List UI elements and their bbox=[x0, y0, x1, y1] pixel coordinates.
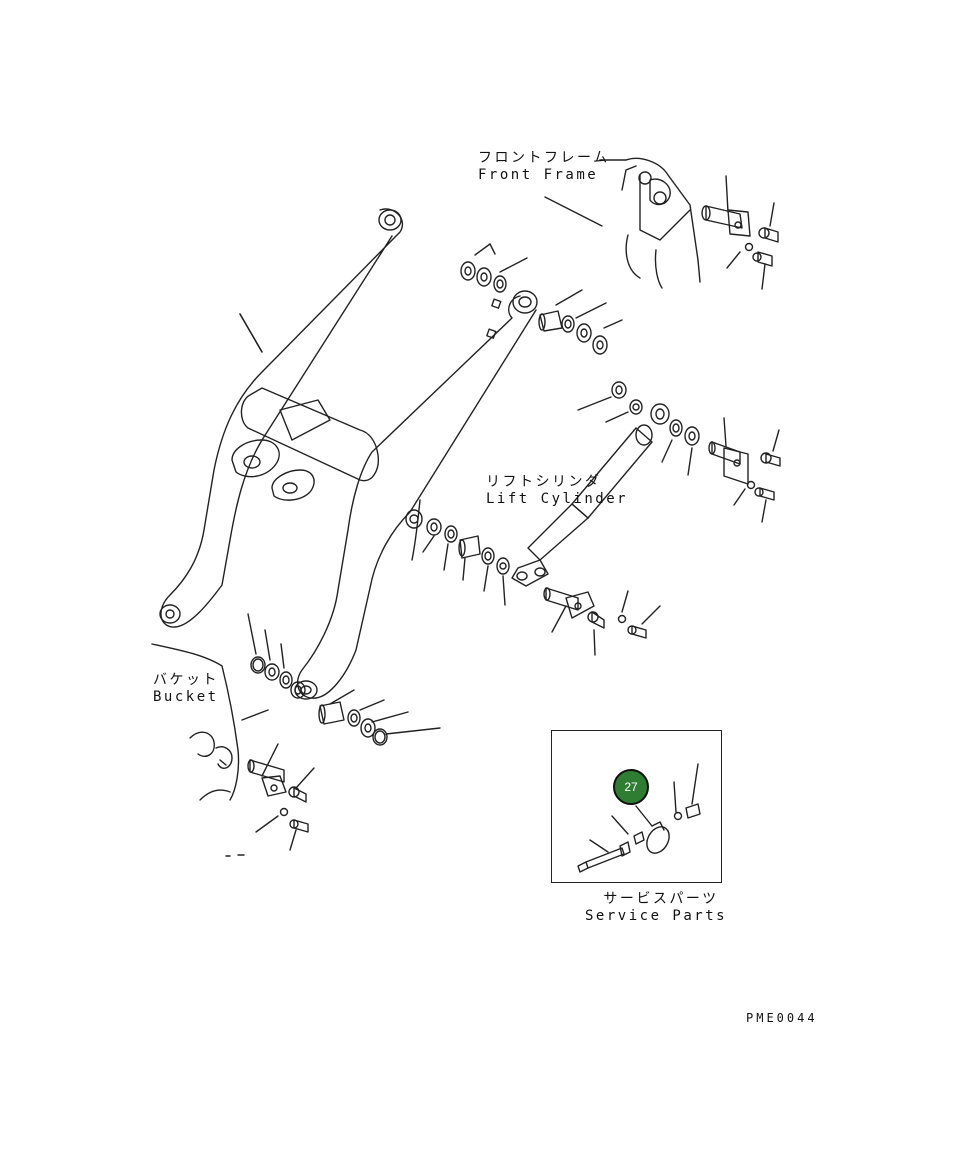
upper-pin-assembly bbox=[701, 175, 779, 290]
front-frame-label-en: Front Frame bbox=[478, 167, 599, 183]
service-parts-label: サービスパーツ Service Parts bbox=[585, 891, 727, 925]
upper-washer-stack bbox=[460, 243, 623, 355]
bucket-pin-assembly bbox=[247, 743, 315, 851]
bucket-outline bbox=[151, 643, 269, 857]
service-parts-drawing bbox=[577, 763, 701, 873]
left-lift-arm bbox=[159, 208, 404, 628]
bucket-label-en: Bucket bbox=[153, 689, 219, 705]
lift-cylinder bbox=[511, 381, 700, 587]
service-parts-label-en: Service Parts bbox=[585, 908, 728, 924]
bucket-label: バケット Bucket bbox=[153, 672, 219, 706]
front-frame-label-jp: フロントフレーム bbox=[478, 150, 610, 166]
lift-cylinder-label-jp: リフトシリンダ bbox=[486, 474, 602, 490]
bucket-label-jp: バケット bbox=[153, 672, 219, 688]
cylinder-head-pin bbox=[708, 417, 781, 523]
lift-cylinder-label-en: Lift Cylinder bbox=[486, 491, 629, 507]
cross-tube bbox=[231, 387, 379, 501]
bucket-pin-stack-left bbox=[247, 613, 306, 699]
drawing-code: PME0044 bbox=[746, 1011, 818, 1025]
lift-cylinder-label: リフトシリンダ Lift Cylinder bbox=[486, 474, 628, 508]
cylinder-bottom-pin bbox=[543, 587, 661, 656]
front-frame-label: フロントフレーム Front Frame bbox=[478, 150, 610, 184]
service-parts-inset-box bbox=[551, 730, 722, 883]
right-lift-arm bbox=[294, 290, 538, 700]
bucket-pin-stack-right bbox=[318, 689, 441, 746]
service-parts-label-jp: サービスパーツ bbox=[603, 891, 719, 907]
part-callout-number: 27 bbox=[624, 780, 638, 794]
part-callout-27[interactable]: 27 bbox=[613, 769, 649, 805]
front-frame bbox=[599, 157, 701, 289]
cylinder-foot-stack bbox=[405, 509, 510, 606]
